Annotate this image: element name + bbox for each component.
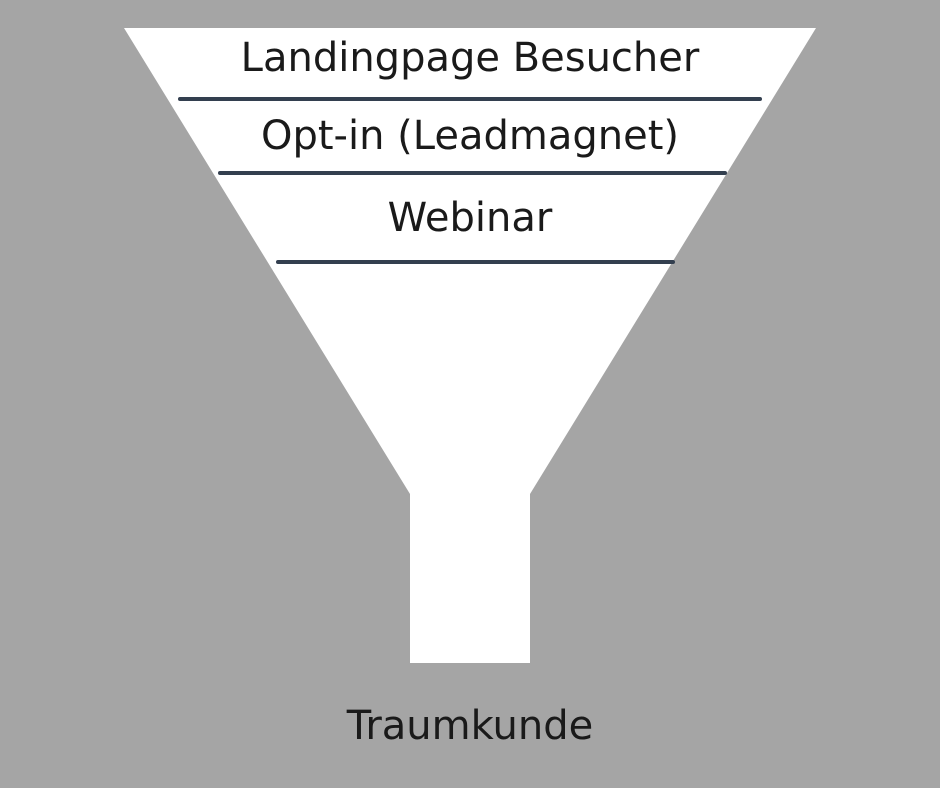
stage-label-landingpage-besucher: Landingpage Besucher <box>240 35 700 81</box>
funnel-shape <box>124 28 816 663</box>
funnel-result-label: Traumkunde <box>346 703 594 749</box>
stage-label-webinar: Webinar <box>387 195 553 241</box>
stage-label-opt-in: Opt-in (Leadmagnet) <box>261 113 679 159</box>
